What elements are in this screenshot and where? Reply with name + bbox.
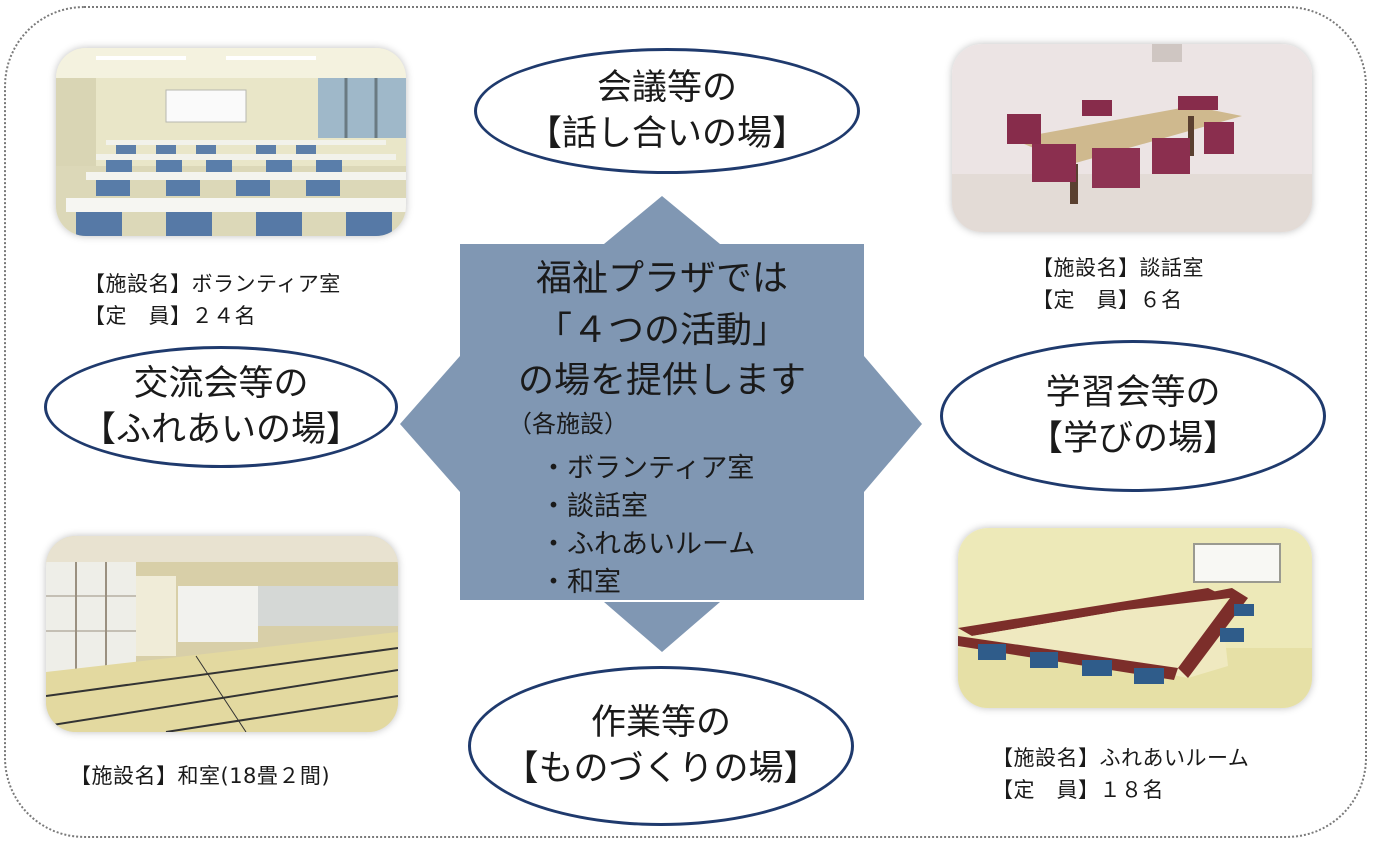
japanese-room-photo (46, 536, 398, 732)
activity-learning-ellipse: 学習会等の 【学びの場】 (940, 340, 1326, 492)
volunteer-room-caption: 【施設名】ボランティア室 【定 員】２４名 (84, 268, 341, 332)
activity-crafting-line2: 【ものづくりの場】 (503, 749, 819, 789)
activity-crafting-line1: 作業等の (590, 703, 731, 743)
arrow-down (604, 602, 720, 652)
fureai-room-capacity: 【定 員】１８名 (992, 778, 1164, 802)
fureai-room-name: 【施設名】ふれあいルーム (992, 746, 1250, 770)
facility-item: ・談話室 (540, 491, 648, 522)
center-panel (460, 244, 864, 600)
arrow-up (604, 196, 720, 244)
facilities-heading: （各施設） (508, 410, 628, 438)
volunteer-room-photo (56, 48, 406, 236)
conversation-room-name: 【施設名】談話室 (1032, 256, 1204, 280)
fureai-room-photo (958, 528, 1312, 708)
activity-meeting-line1: 会議等の (596, 68, 737, 108)
activity-crafting-ellipse: 作業等の 【ものづくりの場】 (468, 666, 854, 826)
facility-item: ・ボランティア室 (540, 453, 755, 484)
activity-exchange-line2: 【ふれあいの場】 (80, 410, 361, 450)
japanese-room-name: 【施設名】和室(18畳２間) (70, 764, 331, 788)
conversation-room-photo (952, 44, 1312, 232)
activity-meeting-ellipse: 会議等の 【話し合いの場】 (474, 48, 860, 174)
facility-item: ・ふれあいルーム (540, 529, 756, 560)
conversation-room-caption: 【施設名】談話室 【定 員】６名 (1032, 252, 1204, 316)
volunteer-room-name: 【施設名】ボランティア室 (84, 272, 341, 296)
activity-exchange-line1: 交流会等の (133, 364, 309, 404)
volunteer-room-capacity: 【定 員】２４名 (84, 304, 256, 328)
activity-learning-line2: 【学びの場】 (1027, 419, 1238, 459)
activity-exchange-ellipse: 交流会等の 【ふれあいの場】 (44, 346, 398, 468)
dotted-rounded-frame (4, 6, 1367, 838)
activity-learning-line1: 学習会等の (1045, 373, 1221, 413)
center-title-line1: 福祉プラザでは (535, 258, 788, 299)
center-title-line3: の場を提供します (517, 360, 806, 401)
facility-item: ・和室 (540, 567, 621, 598)
fureai-room-caption: 【施設名】ふれあいルーム 【定 員】１８名 (992, 742, 1249, 806)
conversation-room-capacity: 【定 員】６名 (1032, 288, 1183, 312)
center-title-line2: 「４つの活動」 (535, 310, 788, 351)
activity-meeting-line2: 【話し合いの場】 (526, 114, 807, 154)
japanese-room-caption: 【施設名】和室(18畳２間) (70, 760, 330, 792)
